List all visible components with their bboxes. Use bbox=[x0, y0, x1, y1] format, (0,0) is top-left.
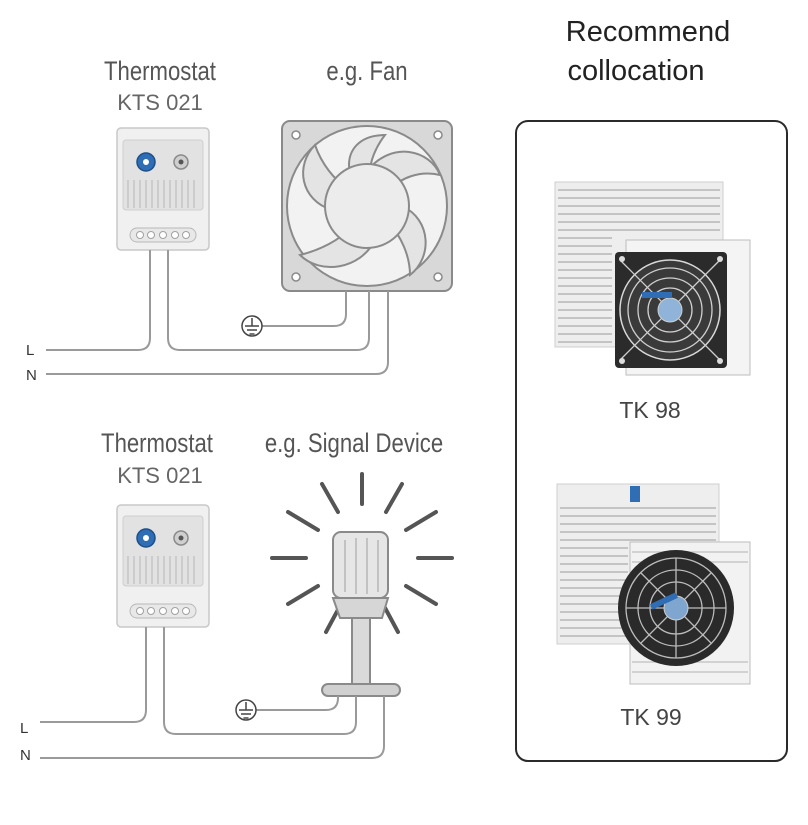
bottom-device-label: e.g. Signal Device bbox=[265, 429, 443, 459]
top-thermostat-title: Thermostat bbox=[104, 57, 216, 87]
recommend-heading-line2: collocation bbox=[567, 55, 704, 87]
top-wires bbox=[46, 250, 389, 375]
product-name-tk99: TK 99 bbox=[620, 704, 681, 730]
top-thermostat-model: KTS 021 bbox=[117, 90, 203, 115]
bottom-diagram: Thermostat KTS 021 e.g. Signal Device bbox=[20, 429, 454, 764]
product-image-tk98 bbox=[554, 181, 751, 376]
product-name-tk98: TK 98 bbox=[619, 397, 680, 423]
top-line-L: L bbox=[26, 342, 34, 359]
bottom-thermostat-device bbox=[116, 504, 210, 628]
top-diagram: Thermostat KTS 021 e.g. Fan bbox=[26, 57, 453, 384]
bottom-thermostat-title: Thermostat bbox=[101, 429, 213, 459]
recommend-section: Recommend collocation bbox=[515, 16, 788, 762]
bottom-ground-icon bbox=[235, 699, 257, 721]
bottom-wires bbox=[40, 627, 385, 759]
top-ground-icon bbox=[241, 315, 263, 337]
recommend-heading-line1: Recommend bbox=[566, 16, 730, 48]
fan-device bbox=[281, 120, 453, 292]
product-image-tk99 bbox=[556, 483, 751, 685]
top-thermostat-device bbox=[116, 127, 210, 251]
top-line-N: N bbox=[26, 367, 37, 384]
light-rays-icon bbox=[270, 472, 454, 634]
top-device-label: e.g. Fan bbox=[326, 57, 407, 87]
signal-device bbox=[270, 472, 454, 697]
bottom-thermostat-model: KTS 021 bbox=[117, 463, 203, 488]
bottom-line-N: N bbox=[20, 747, 31, 764]
bottom-line-L: L bbox=[20, 720, 28, 737]
